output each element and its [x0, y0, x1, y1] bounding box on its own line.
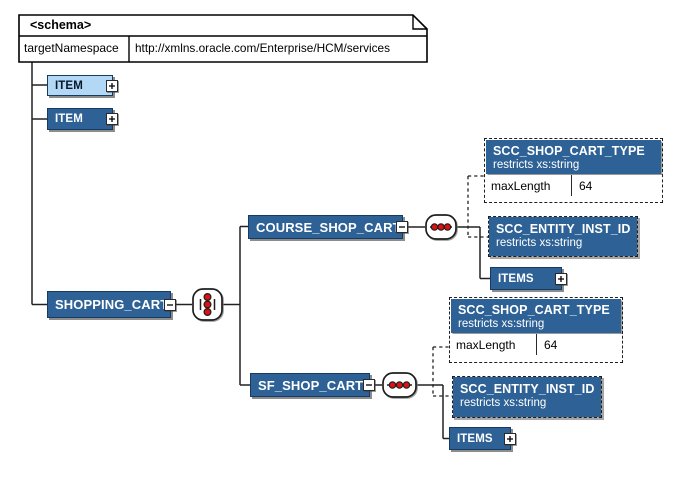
plus-icon[interactable] — [504, 432, 516, 445]
type-box-scc-entity-inst-id[interactable]: SCC_ENTITY_INST_ID restricts xs:string — [452, 376, 602, 418]
element-items-course[interactable]: ITEMS — [490, 267, 567, 290]
element-label: ITEMS — [457, 432, 493, 445]
facet-row: maxLength 64 — [485, 175, 662, 196]
schema-attribute-name: targetNamespace — [24, 41, 119, 55]
type-box-scc-shop-cart-type[interactable]: SCC_SHOP_CART_TYPE restricts xs:string m… — [484, 138, 663, 203]
type-title: SCC_SHOP_CART_TYPE — [458, 303, 610, 317]
facet-value: 64 — [544, 337, 558, 352]
type-derivation: restricts xs:string — [460, 397, 547, 409]
minus-icon[interactable] — [164, 298, 176, 311]
schema-note-box[interactable]: <schema> targetNamespace http://xmlns.or… — [18, 14, 428, 63]
element-label: ITEM — [55, 79, 83, 92]
element-label: SHOPPING_CART — [55, 297, 169, 312]
type-title: SCC_ENTITY_INST_ID — [496, 222, 631, 236]
connector-solid — [370, 384, 449, 440]
element-items-sf[interactable]: ITEMS — [449, 427, 516, 450]
type-derivation: restricts xs:string — [496, 237, 583, 249]
plus-icon[interactable] — [555, 272, 567, 285]
element-label: COURSE_SHOP_CART — [256, 219, 401, 235]
connector-dashed — [432, 346, 452, 397]
sequence-compositor-icon[interactable] — [425, 214, 457, 245]
schema-attribute-value: http://xmlns.oracle.com/Enterprise/HCM/s… — [135, 41, 391, 55]
connector-solid — [31, 61, 47, 306]
schema-title: <schema> — [30, 18, 92, 32]
type-box-scc-shop-cart-type[interactable]: SCC_SHOP_CART_TYPE restricts xs:string m… — [449, 297, 623, 363]
element-label: ITEMS — [498, 272, 534, 285]
plus-icon[interactable] — [106, 113, 118, 125]
element-item-1[interactable]: ITEM — [47, 75, 118, 96]
plus-icon[interactable] — [106, 79, 118, 92]
minus-icon[interactable] — [396, 221, 408, 233]
facet-value: 64 — [579, 178, 593, 193]
connector-dashed — [467, 175, 488, 238]
element-course-shop-cart[interactable]: COURSE_SHOP_CART — [248, 215, 408, 239]
facet-name: maxLength — [485, 175, 572, 196]
type-derivation: restricts xs:string — [493, 159, 580, 171]
element-label: ITEM — [55, 113, 83, 125]
folded-corner-icon — [412, 15, 427, 30]
facet-name: maxLength — [450, 334, 537, 355]
type-title: SCC_ENTITY_INST_ID — [460, 382, 595, 396]
facet-row: maxLength 64 — [450, 334, 622, 355]
sequence-compositor-icon[interactable] — [192, 288, 223, 326]
type-header: SCC_SHOP_CART_TYPE restricts xs:string — [451, 299, 621, 333]
note-outline — [18, 14, 428, 63]
element-label: SF_SHOP_CART — [258, 377, 364, 393]
element-shopping-cart[interactable]: SHOPPING_CART — [47, 291, 176, 318]
type-derivation: restricts xs:string — [458, 318, 545, 330]
element-sf-shop-cart[interactable]: SF_SHOP_CART — [250, 373, 375, 397]
type-box-scc-entity-inst-id[interactable]: SCC_ENTITY_INST_ID restricts xs:string — [488, 216, 638, 257]
minus-icon[interactable] — [363, 379, 375, 391]
sequence-compositor-icon[interactable] — [382, 372, 417, 403]
type-title: SCC_SHOP_CART_TYPE — [493, 144, 645, 158]
type-header: SCC_SHOP_CART_TYPE restricts xs:string — [486, 140, 661, 174]
connector-solid — [239, 225, 250, 386]
element-item-2[interactable]: ITEM — [47, 108, 118, 130]
